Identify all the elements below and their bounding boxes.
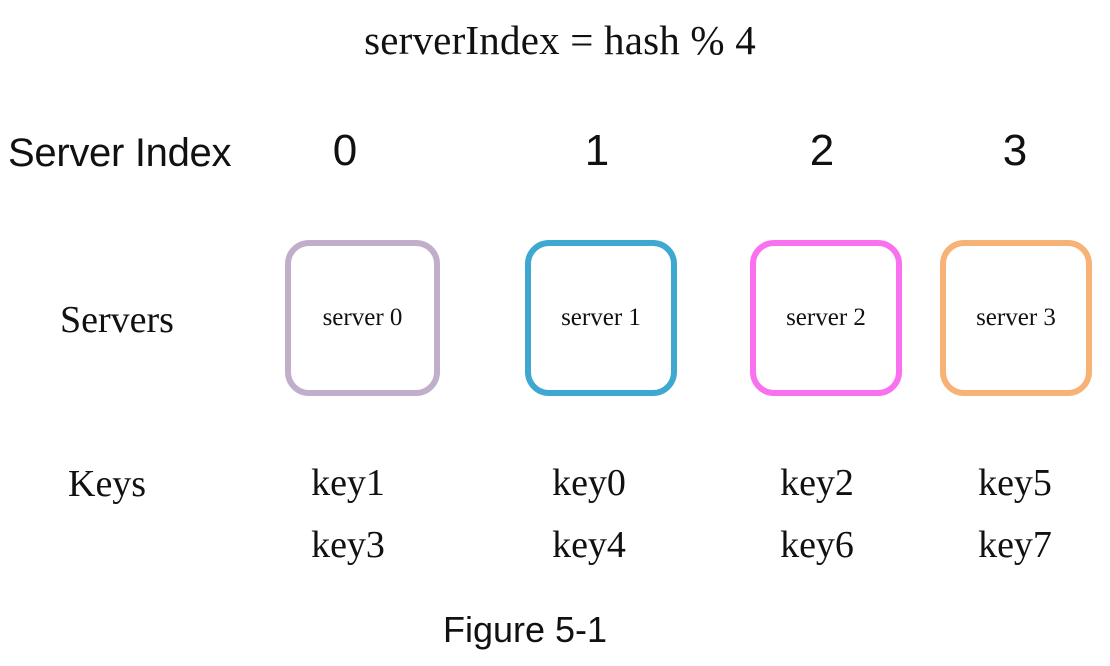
server-box-label-0: server 0: [322, 304, 403, 331]
server-box-3[interactable]: server 3: [940, 240, 1092, 396]
keys-list-0: key1 key3: [253, 452, 443, 576]
row-label-servers: Servers: [60, 299, 174, 341]
server-column-2: 2 server 2 key2 key6: [727, 0, 917, 666]
server-index-value-3: 3: [1002, 126, 1028, 175]
server-box-label-1: server 1: [561, 304, 641, 331]
keys-list-1: key0 key4: [494, 452, 684, 576]
server-box-label-3: server 3: [976, 304, 1056, 331]
row-label-server-index: Server Index: [8, 131, 232, 175]
key-item: key7: [978, 524, 1052, 566]
server-column-1: 1 server 1 key0 key4: [502, 0, 692, 666]
key-item: key1: [311, 462, 385, 504]
keys-list-2: key2 key6: [722, 452, 912, 576]
figure-formula-text: serverIndex = hash % 4: [364, 17, 756, 63]
server-index-value-0: 0: [332, 126, 358, 175]
server-column-0: 0 server 0 key1 key3: [250, 0, 440, 666]
key-item: key5: [978, 462, 1052, 504]
key-item: key6: [780, 524, 854, 566]
server-box-2[interactable]: server 2: [750, 240, 902, 396]
figure-caption: Figure 5-1: [0, 608, 1110, 652]
figure-caption-text: Figure 5-1: [442, 609, 608, 650]
server-index-value-1: 1: [584, 126, 610, 175]
server-box-1[interactable]: server 1: [525, 240, 677, 396]
server-box-label-2: server 2: [786, 304, 866, 331]
server-index-value-2: 2: [809, 126, 835, 175]
key-item: key4: [552, 524, 626, 566]
server-box-0[interactable]: server 0: [285, 240, 440, 396]
key-item: key0: [552, 462, 626, 504]
figure-formula-title: serverIndex = hash % 4: [0, 14, 1110, 66]
server-column-3: 3 server 3 key5 key7: [920, 0, 1110, 666]
row-label-keys: Keys: [68, 463, 147, 505]
keys-list-3: key5 key7: [920, 452, 1110, 576]
key-item: key3: [311, 524, 385, 566]
key-item: key2: [780, 462, 854, 504]
